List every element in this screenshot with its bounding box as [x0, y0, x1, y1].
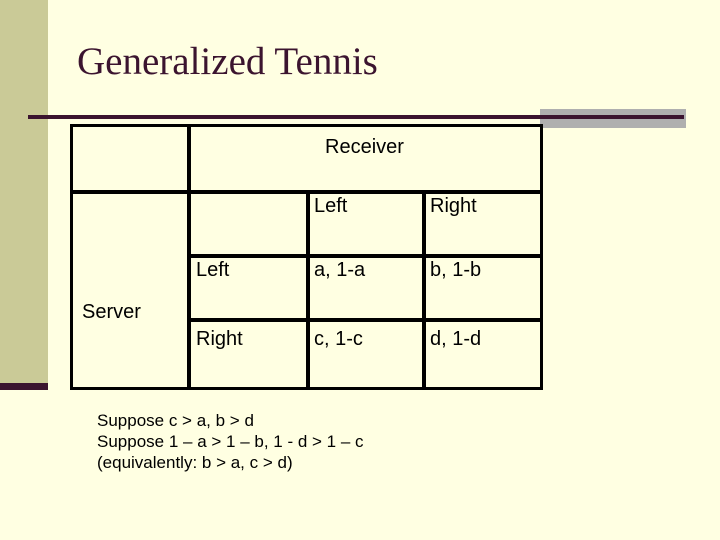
table-horizontal-line	[187, 254, 540, 258]
server-header: Server	[82, 301, 141, 323]
table-horizontal-line	[73, 190, 540, 194]
receiver-col-header-right: Right	[430, 195, 477, 217]
template-side-bar	[0, 0, 48, 383]
payoff-table: Receiver Left Right Server Left a, 1-a b…	[70, 124, 543, 390]
table-horizontal-line	[187, 318, 540, 322]
payoff-cell-right-right: d, 1-d	[430, 328, 482, 350]
assumption-line-1: Suppose c > a, b > d	[97, 411, 254, 430]
server-row-header-left: Left	[196, 259, 230, 281]
assumption-line-3: (equivalently: b > a, c > d)	[97, 453, 293, 472]
server-row-header-right: Right	[196, 328, 243, 350]
payoff-cell-left-right: b, 1-b	[430, 259, 482, 281]
template-side-bar-underline	[0, 383, 48, 390]
assumption-notes: Suppose c > a, b > d Suppose 1 – a > 1 –…	[97, 410, 364, 473]
receiver-col-header-left: Left	[314, 195, 348, 217]
payoff-cell-right-left: c, 1-c	[314, 328, 363, 350]
table-vertical-line	[422, 190, 426, 387]
receiver-header: Receiver	[325, 136, 404, 158]
payoff-cell-left-left: a, 1-a	[314, 259, 366, 281]
table-vertical-line	[306, 190, 310, 387]
title-rule-line	[28, 115, 684, 119]
slide-title: Generalized Tennis	[77, 40, 378, 83]
assumption-line-2: Suppose 1 – a > 1 – b, 1 - d > 1 – c	[97, 432, 364, 451]
